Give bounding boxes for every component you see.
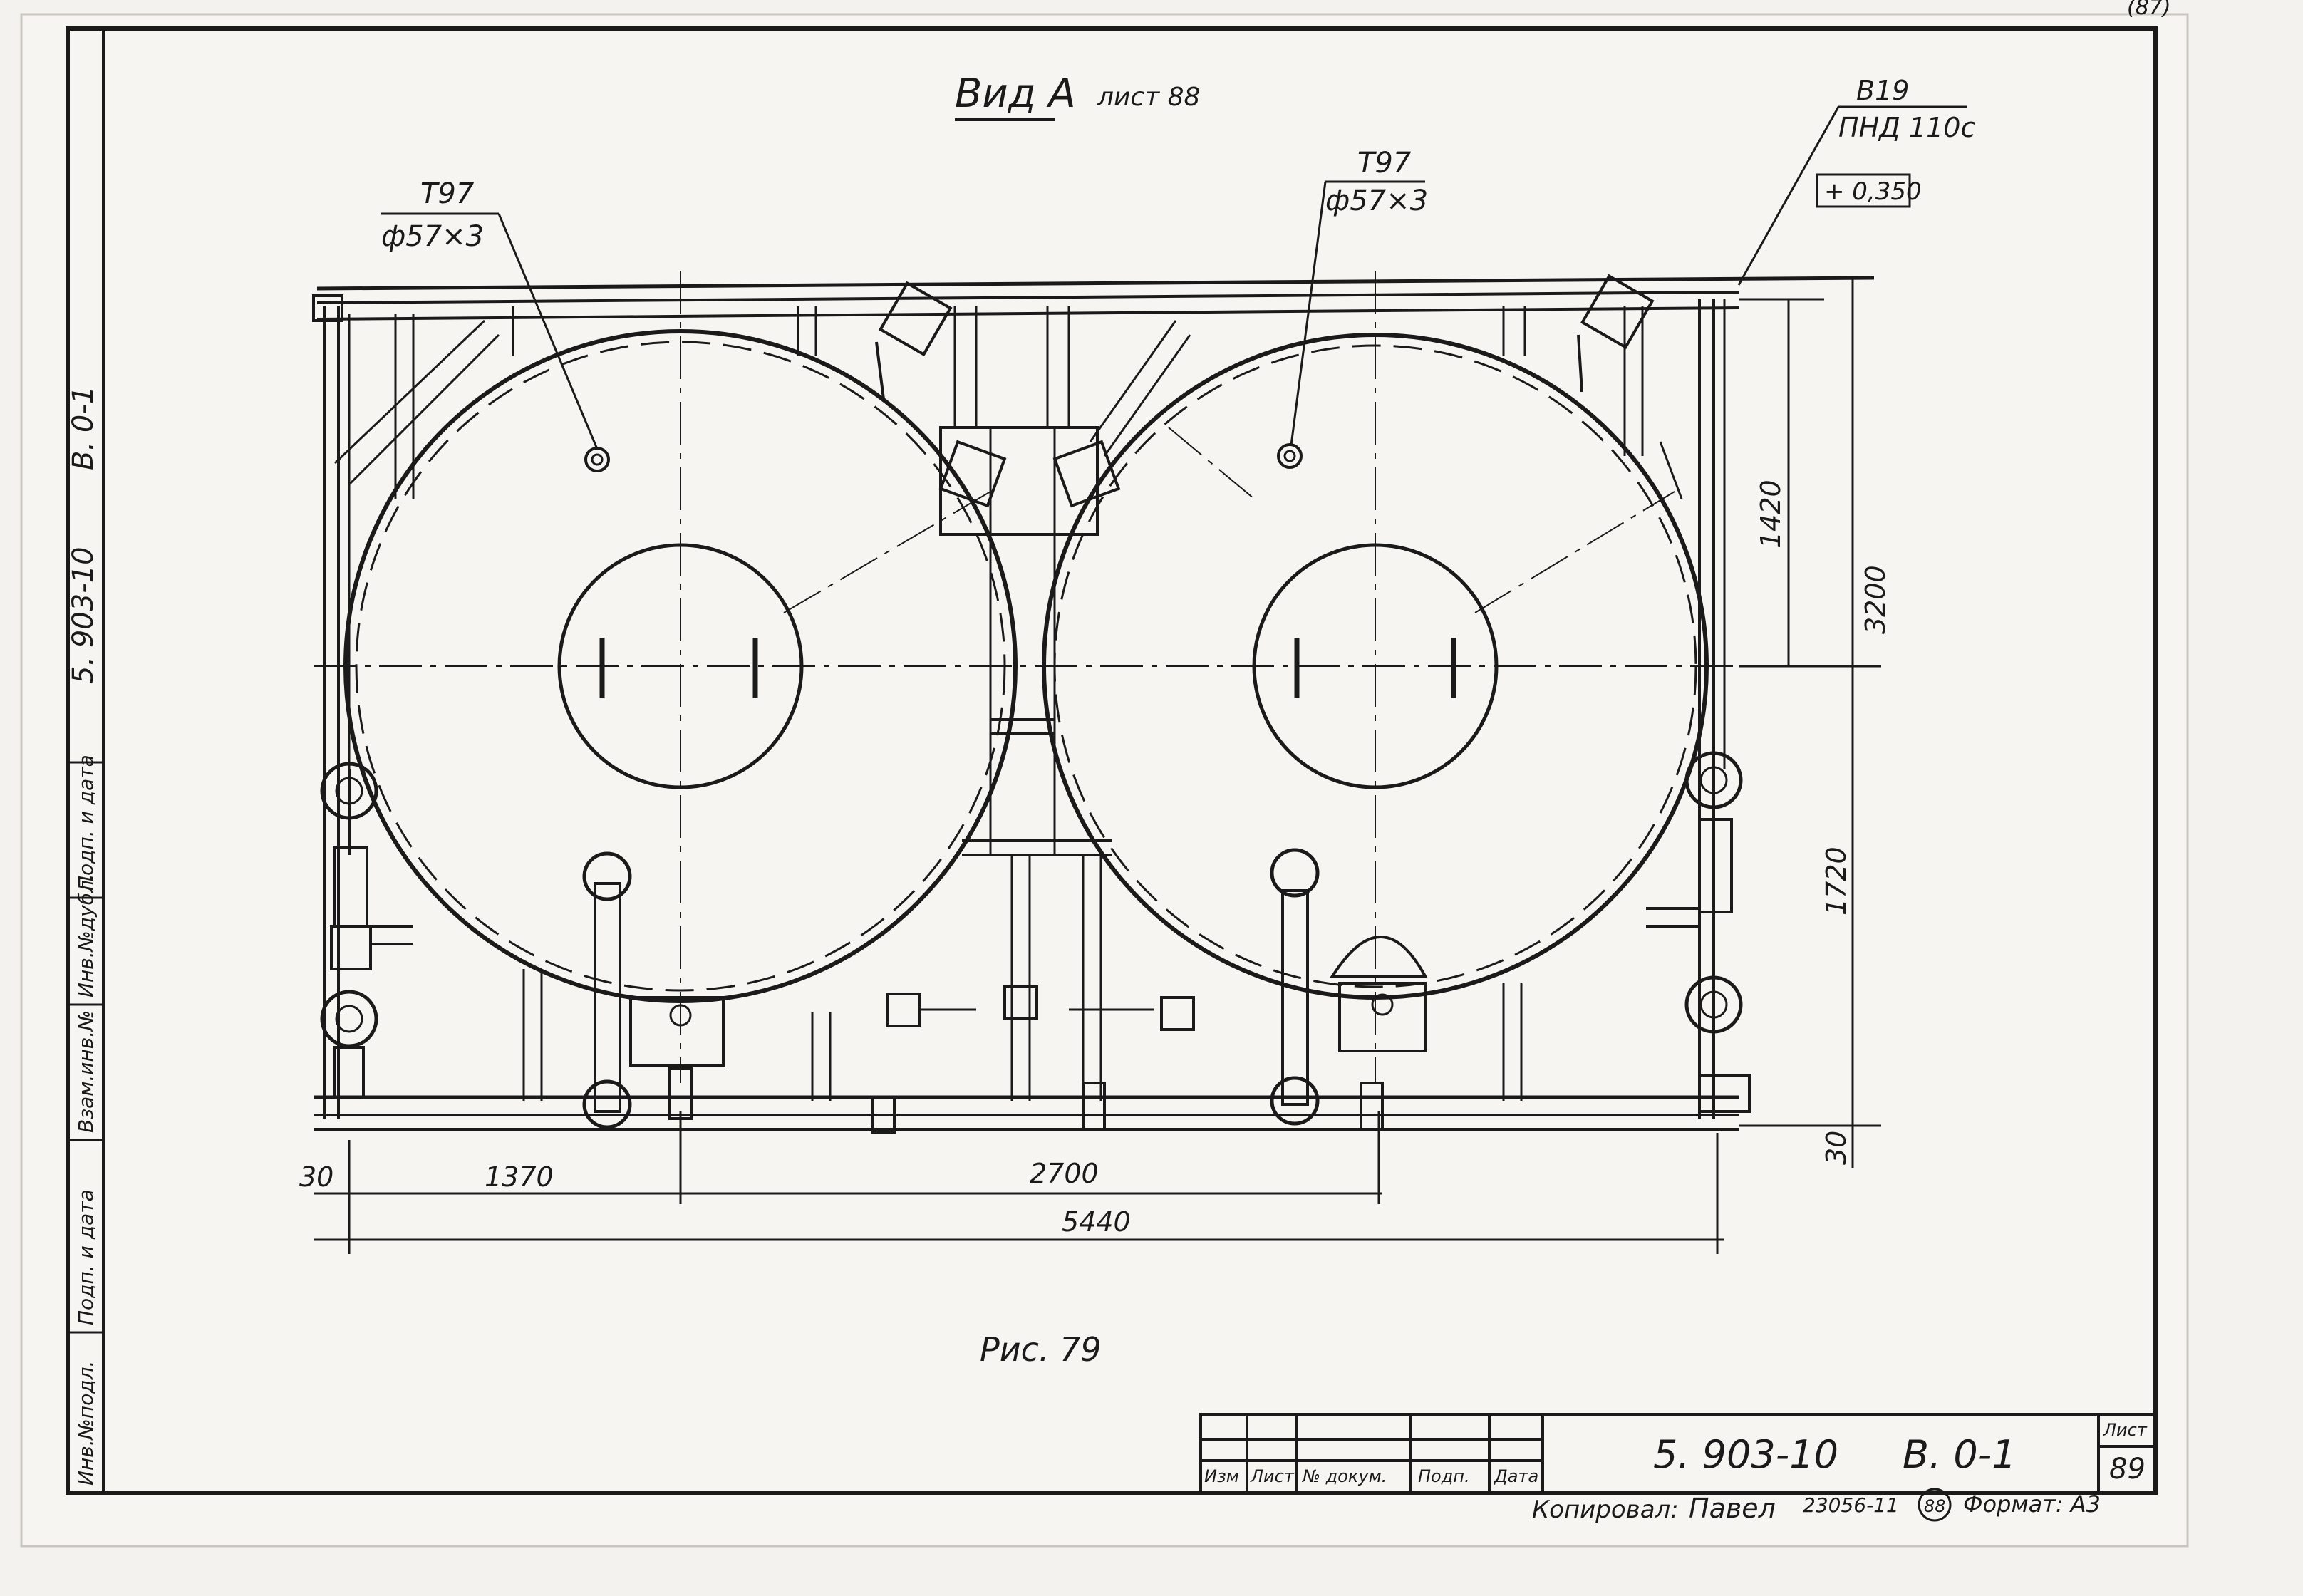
order-number: 23056-11 xyxy=(1803,1493,1899,1517)
right-pipe-code: Т97 xyxy=(1357,147,1412,180)
dim-30-left: 30 xyxy=(299,1161,333,1193)
right-pipe-size: ф57×3 xyxy=(1325,185,1428,217)
side-cell-2: Подп. и дата xyxy=(74,1189,98,1325)
side-cell-1: Инв.№подл. xyxy=(74,1361,98,1486)
side-cell-4: Инв.№дубл. xyxy=(74,874,98,998)
format-label: Формат: А3 xyxy=(1963,1491,2101,1518)
col-header-date: Дата xyxy=(1494,1466,1538,1486)
side-doc-number: 5. 903-10 xyxy=(67,546,100,684)
dim-1370: 1370 xyxy=(485,1161,554,1193)
right-piping xyxy=(1270,751,1751,1126)
elevation-mark: + 0,350 xyxy=(1824,177,1922,206)
col-header-izm: Изм xyxy=(1204,1466,1239,1486)
title-doc-issue: В. 0-1 xyxy=(1903,1432,2017,1477)
dim-2700: 2700 xyxy=(1030,1158,1099,1189)
view-title: Вид А лист 88 xyxy=(955,71,1200,121)
view-sheet-ref: лист 88 xyxy=(1097,83,1200,112)
side-stamp: Подп. и дата Инв.№дубл. Взам.инв.№ Подп.… xyxy=(66,386,105,1494)
dim-1420: 1420 xyxy=(1755,480,1786,549)
valve-code: В19 xyxy=(1856,75,1909,106)
dim-1720: 1720 xyxy=(1821,846,1852,916)
title-doc-number: 5. 903-10 xyxy=(1653,1432,1838,1477)
col-header-sign: Подп. xyxy=(1418,1466,1470,1486)
left-pipe-size: ф57×3 xyxy=(381,220,484,253)
svg-text:88: 88 xyxy=(1924,1496,1946,1516)
col-header-doc: № докум. xyxy=(1301,1466,1387,1486)
dimension-lines xyxy=(314,278,1881,1254)
sheet-number: 89 xyxy=(2109,1453,2146,1486)
dim-3200: 3200 xyxy=(1860,565,1891,634)
dim-5440: 5440 xyxy=(1062,1206,1131,1238)
title-block xyxy=(1199,1413,2157,1494)
corner-page-number: (87) xyxy=(2127,0,2171,20)
valve-type: ПНД 110с xyxy=(1838,112,1975,143)
dim-30-right: 30 xyxy=(1821,1131,1852,1165)
svg-text:Вид А: Вид А xyxy=(955,71,1076,117)
copied-label: Копировал: xyxy=(1532,1496,1679,1524)
copied-signature: Павел xyxy=(1689,1493,1776,1524)
sheet-label: Лист xyxy=(2103,1420,2148,1440)
top-valves xyxy=(875,274,1655,508)
left-pipe-code: Т97 xyxy=(420,177,475,210)
centre-lines xyxy=(314,271,1881,1083)
col-header-list: Лист xyxy=(1250,1466,1295,1486)
side-cell-3: Взам.инв.№ xyxy=(74,1010,98,1133)
side-doc-issue: В. 0-1 xyxy=(67,386,100,470)
left-piping xyxy=(320,762,725,1129)
figure-caption: Рис. 79 xyxy=(980,1330,1102,1369)
leader-lines xyxy=(381,105,1967,450)
sheet-circle: 88 xyxy=(1918,1488,1952,1522)
sheet-frame xyxy=(66,26,2158,1495)
side-cell-5: Подп. и дата xyxy=(74,755,98,891)
